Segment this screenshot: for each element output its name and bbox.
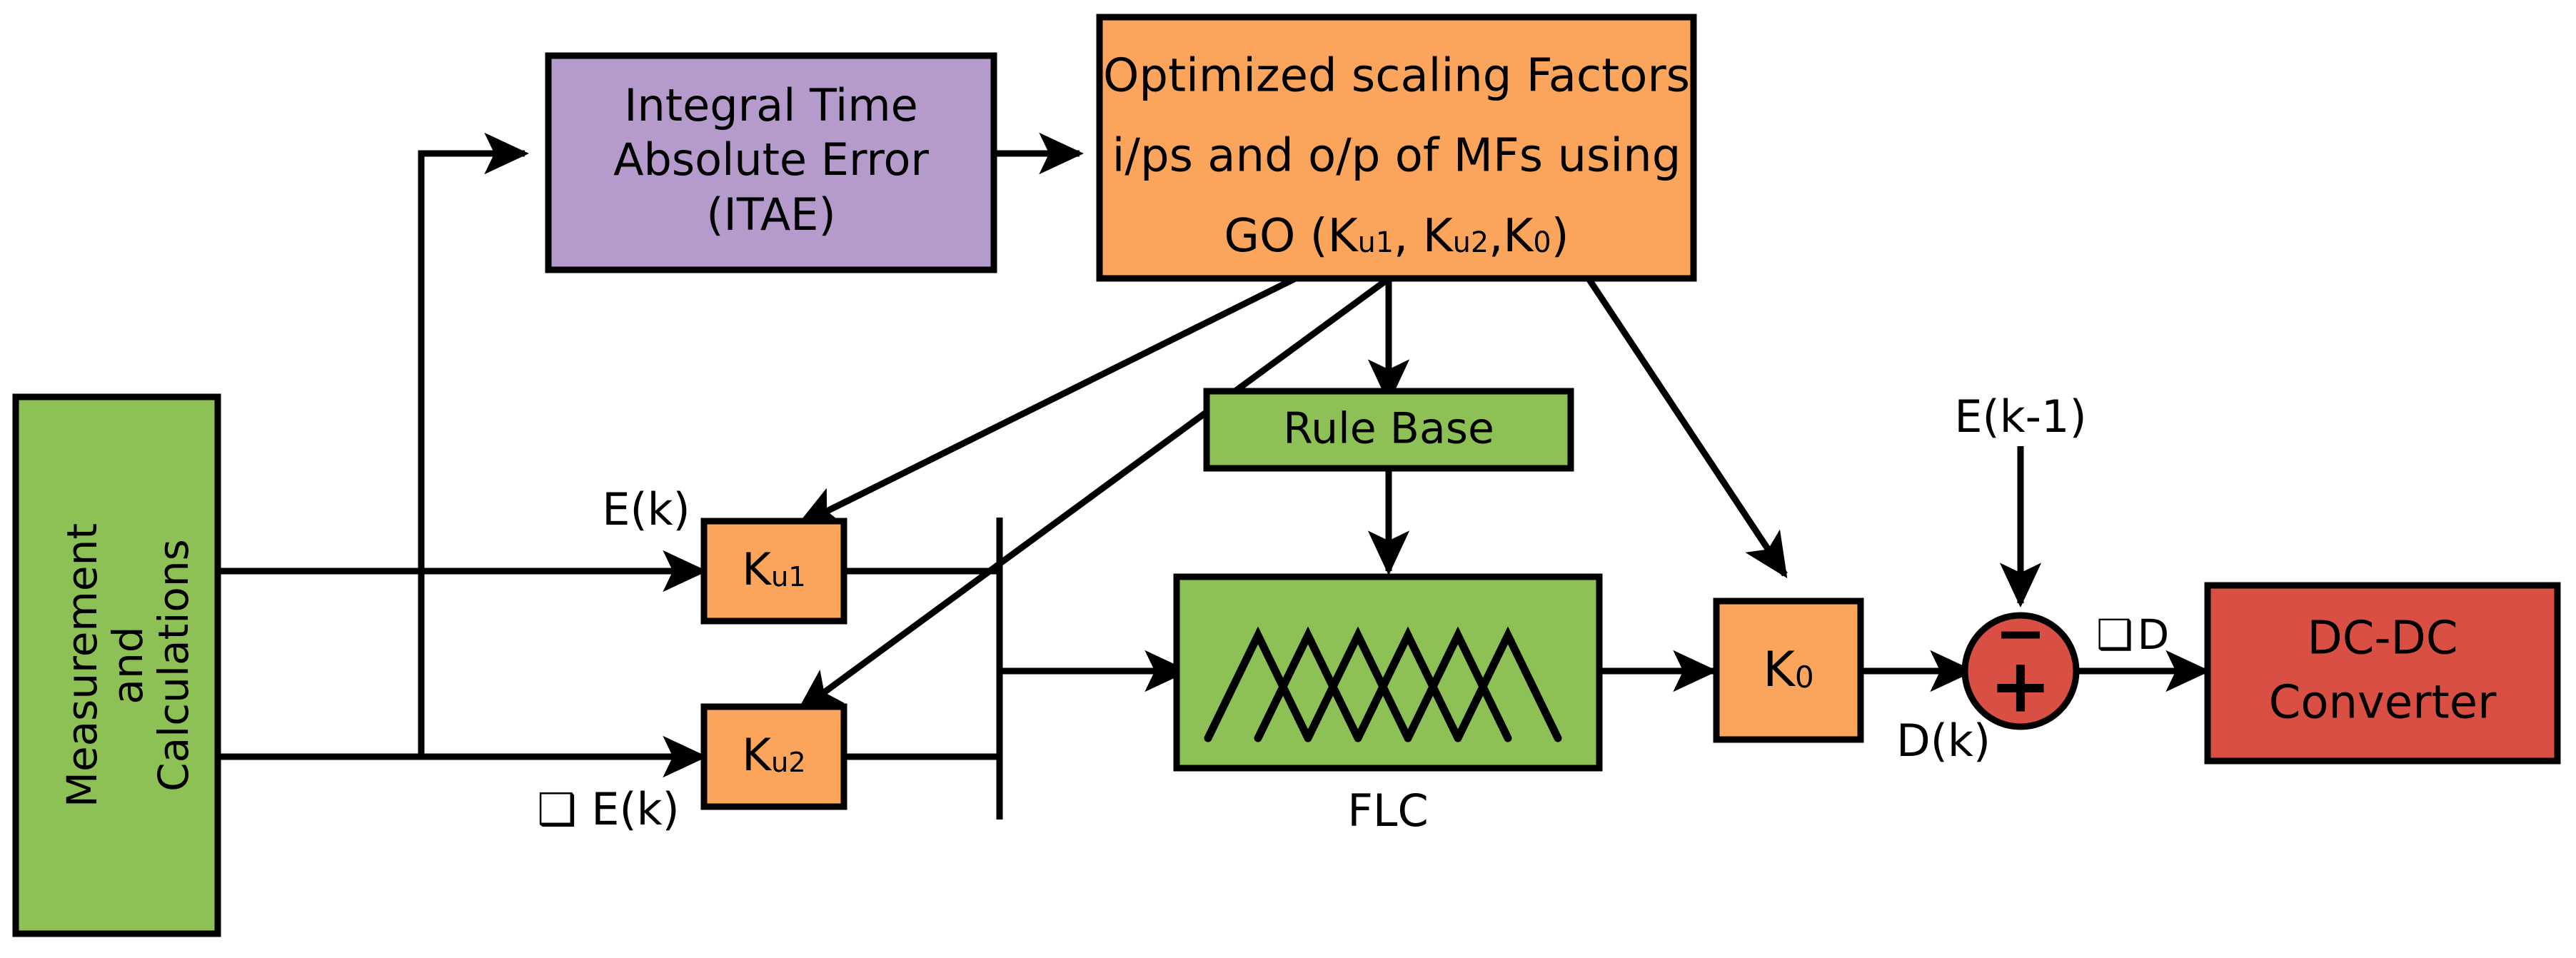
delta-e-k-text: E(k) bbox=[591, 783, 679, 835]
itae-label-line3: (ITAE) bbox=[706, 188, 835, 241]
block-optimized-scaling-factors[interactable]: Optimized scaling Factors i/ps and o/p o… bbox=[1096, 14, 1697, 282]
block-ku1[interactable]: Ku1 bbox=[700, 518, 847, 625]
rule-base-label: Rule Base bbox=[1283, 404, 1494, 454]
ku2-label: Ku2 bbox=[742, 729, 805, 781]
summing-junction-plus-sign: + bbox=[1989, 642, 2051, 729]
block-rule-base[interactable]: Rule Base bbox=[1203, 388, 1574, 472]
flc-caption: FLC bbox=[1347, 785, 1429, 837]
ku1-label: Ku1 bbox=[742, 543, 805, 595]
dcdc-label-line1: DC-DC bbox=[2307, 612, 2457, 665]
dcdc-label-line2: Converter bbox=[2269, 677, 2497, 730]
measurement-label-line2: and bbox=[104, 626, 152, 704]
measurement-label-line3: Calculations bbox=[149, 539, 198, 792]
optimized-label-line3: GO (Ku1, Ku2,K0) bbox=[1224, 210, 1569, 263]
measurement-label-line1: Measurement bbox=[58, 523, 106, 807]
optimized-label-line2: i/ps and o/p of MFs using bbox=[1112, 130, 1681, 183]
wire-optimized-to-k0 bbox=[1564, 244, 1788, 578]
wire-optimized-to-ku1 bbox=[795, 243, 1362, 528]
wire-optimized-to-ku2 bbox=[796, 247, 1430, 713]
label-e-k: E(k) bbox=[602, 483, 690, 535]
k0-label: K0 bbox=[1763, 642, 1813, 698]
delta-e-k-glyph: ❑ bbox=[537, 783, 577, 835]
wire-measurement-to-itae bbox=[218, 132, 529, 760]
delta-d-text: D bbox=[2138, 610, 2170, 659]
label-d-k: D(k) bbox=[1896, 715, 1991, 767]
block-k0[interactable]: K0 bbox=[1713, 598, 1864, 743]
label-delta-d: ❑ D bbox=[2096, 610, 2169, 659]
label-delta-e-k: ❑ E(k) bbox=[537, 783, 680, 835]
summing-junction-minus-sign: − bbox=[1995, 598, 2046, 669]
itae-label-line1: Integral Time bbox=[624, 79, 918, 131]
delta-d-glyph: ❑ bbox=[2096, 610, 2133, 659]
block-measurement-and-calculations[interactable]: Measurement and Calculations bbox=[12, 393, 221, 937]
label-e-k-minus-1: E(k-1) bbox=[1954, 390, 2086, 443]
block-itae[interactable]: Integral Time Absolute Error (ITAE) bbox=[545, 52, 997, 273]
block-flc[interactable]: FLC bbox=[1173, 573, 1603, 837]
block-ku2[interactable]: Ku2 bbox=[700, 703, 847, 810]
optimized-label-line1: Optimized scaling Factors bbox=[1103, 50, 1690, 103]
itae-label-line2: Absolute Error bbox=[613, 133, 929, 186]
summing-junction[interactable]: − + bbox=[1961, 598, 2080, 730]
block-dcdc-converter[interactable]: DC-DC Converter bbox=[2204, 582, 2561, 765]
membership-function-lines bbox=[1204, 626, 1562, 742]
